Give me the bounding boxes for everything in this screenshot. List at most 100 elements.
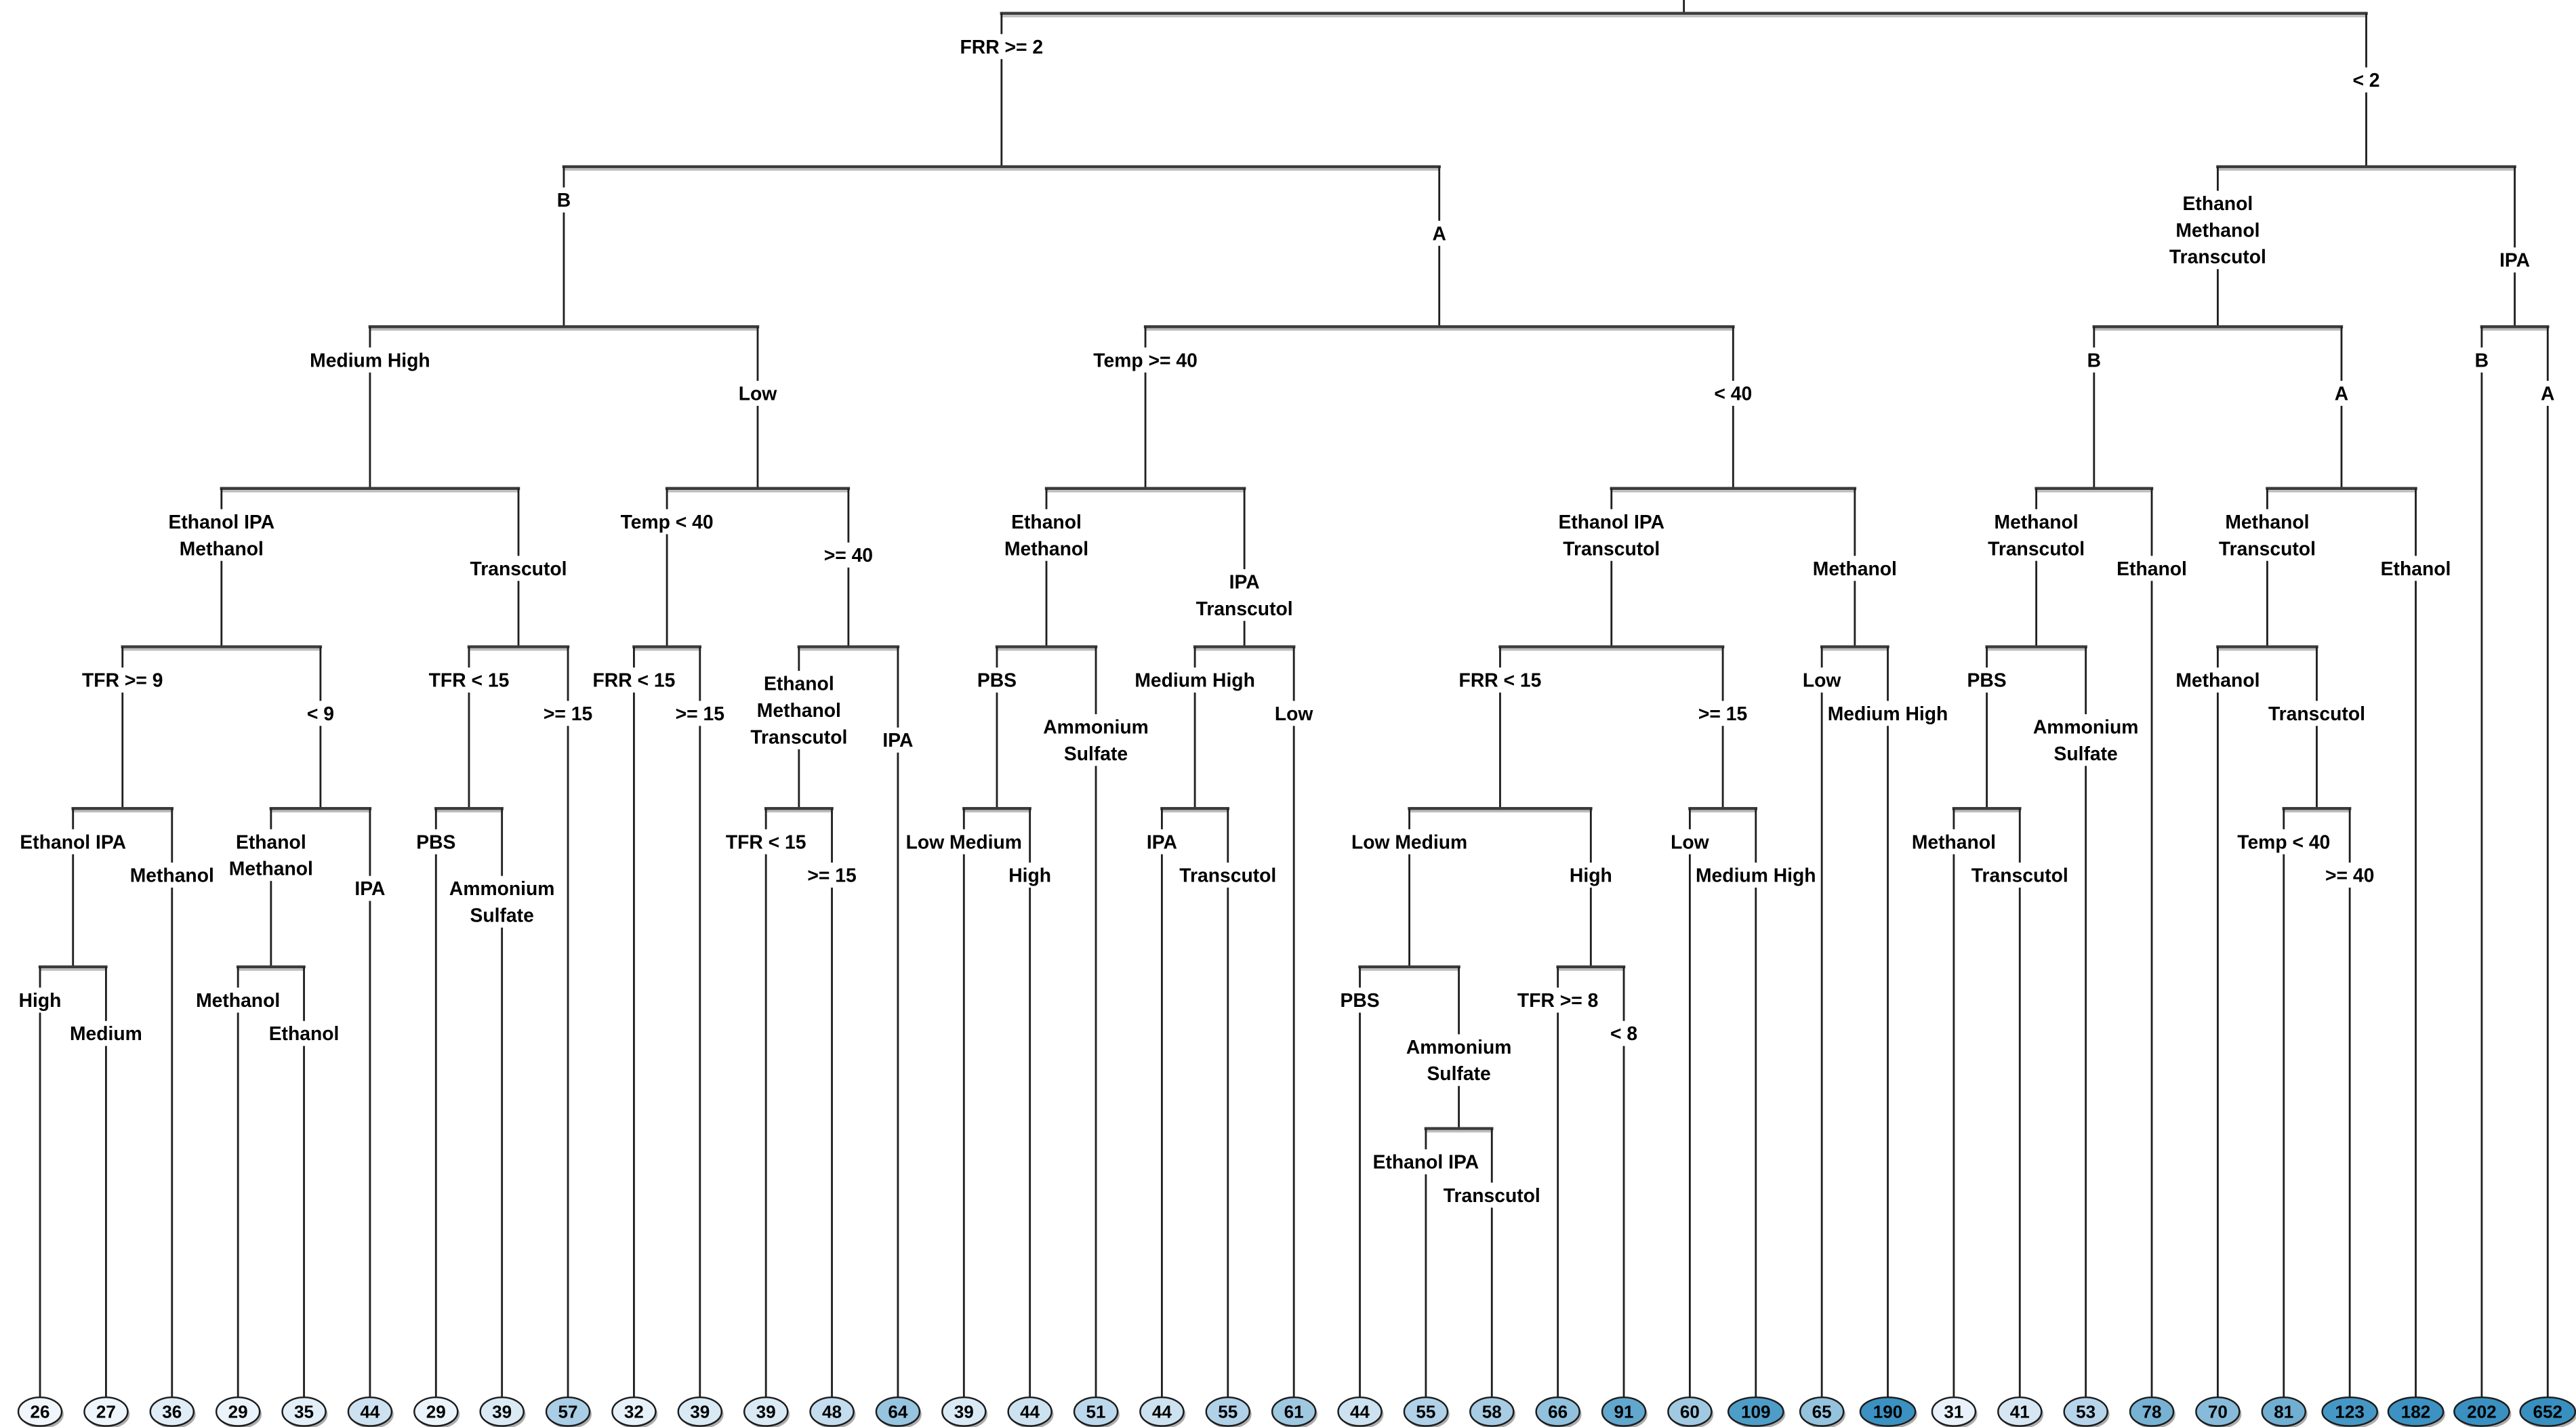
split-label: High <box>19 989 62 1011</box>
label-halo <box>1565 863 1616 888</box>
label-halo <box>2536 381 2559 406</box>
leaf-ellipse <box>1535 1396 1580 1427</box>
leaf-node: 32 <box>611 1396 658 1427</box>
leaf-ellipse <box>2321 1396 2378 1427</box>
label-halo <box>2348 67 2384 93</box>
label-halo <box>2165 190 2271 270</box>
label-halo <box>77 667 167 693</box>
leaf-ellipse <box>875 1396 921 1427</box>
split-label: IPA <box>1147 831 1177 852</box>
split-label: A <box>2541 382 2554 404</box>
label-halo <box>1823 701 1953 726</box>
label-halo <box>412 829 460 854</box>
label-halo <box>191 987 285 1013</box>
split-label: Methanol <box>196 989 280 1011</box>
leaf-value: 78 <box>2142 1402 2162 1422</box>
split-label: PBS <box>416 831 455 852</box>
leaf-value: 65 <box>1812 1402 1832 1422</box>
split-label: >= 15 <box>807 864 856 886</box>
leaf-ellipse <box>1601 1396 1647 1427</box>
leaf-node: 48 <box>809 1396 856 1427</box>
label-halo <box>616 509 718 535</box>
label-halo <box>2112 556 2192 581</box>
leaf-node: 44 <box>1337 1396 1384 1427</box>
split-label: Medium High <box>1828 703 1948 724</box>
label-halo <box>2233 829 2335 854</box>
split-label: TFR >= 9 <box>82 669 163 691</box>
leaf-value: 190 <box>1873 1402 1902 1422</box>
leaf-value: 182 <box>2401 1402 2430 1422</box>
leaf-value: 39 <box>756 1402 776 1422</box>
leaf-ellipse <box>809 1396 855 1427</box>
leaf-node: 41 <box>1997 1396 2044 1427</box>
leaf-node: 60 <box>1667 1396 1714 1427</box>
leaf-ellipse <box>479 1396 525 1427</box>
leaf-ellipse <box>545 1396 591 1427</box>
leaf-value: 44 <box>1350 1402 1370 1422</box>
label-halo <box>1967 863 2072 888</box>
label-halo <box>14 987 66 1013</box>
leaf-value: 31 <box>1944 1402 1963 1422</box>
leaf-value: 55 <box>1218 1402 1238 1422</box>
split-label: PBS <box>1340 989 1379 1011</box>
leaf-node: 66 <box>1535 1396 1582 1427</box>
leaf-node: 190 <box>1859 1396 1918 1427</box>
leaf-ellipse <box>2453 1396 2510 1427</box>
leaf-ellipse <box>2387 1396 2445 1427</box>
leaf-node: 53 <box>2063 1396 2110 1427</box>
label-halo <box>1130 667 1260 693</box>
leaf-ellipse <box>611 1396 657 1427</box>
leaf-node: 31 <box>1931 1396 1978 1427</box>
leaf-value: 44 <box>360 1402 380 1422</box>
split-label: TFR < 15 <box>726 831 806 852</box>
label-halo <box>1368 1149 1484 1175</box>
label-halo <box>445 875 559 928</box>
split-label: Temp < 40 <box>2237 831 2330 852</box>
leaf-value: 70 <box>2208 1402 2228 1422</box>
leaf-value: 202 <box>2467 1402 2496 1422</box>
leaf-ellipse <box>281 1396 327 1427</box>
label-halo <box>65 1020 146 1046</box>
leaf-ellipse <box>2519 1396 2576 1427</box>
label-halo <box>901 829 1027 854</box>
leaf-ellipse <box>1469 1396 1515 1427</box>
leaf-value: 81 <box>2274 1402 2293 1422</box>
leaf-value: 39 <box>954 1402 974 1422</box>
label-halo <box>2376 556 2455 581</box>
split-label: IPA <box>882 729 913 751</box>
split-label: >= 40 <box>2325 864 2374 886</box>
leaf-value: 652 <box>2533 1402 2562 1422</box>
leaf-ellipse <box>2129 1396 2175 1427</box>
leaf-ellipse <box>2063 1396 2108 1427</box>
label-halo <box>1428 220 1451 246</box>
leaf-ellipse <box>347 1396 393 1427</box>
leaf-value: 123 <box>2335 1402 2364 1422</box>
label-halo <box>1004 863 1056 888</box>
leaf-value: 26 <box>30 1402 50 1422</box>
label-halo <box>1694 701 1752 726</box>
label-halo <box>1336 987 1384 1013</box>
leaf-value: 44 <box>1020 1402 1040 1422</box>
label-halo <box>1454 667 1546 693</box>
label-halo <box>2028 714 2143 766</box>
leaf-value: 39 <box>690 1402 710 1422</box>
leaf-node: 65 <box>1799 1396 1846 1427</box>
split-label: FRR < 15 <box>593 669 676 691</box>
split-label: Transcutol <box>1179 864 1276 886</box>
leaf-value: 41 <box>2010 1402 2030 1422</box>
label-halo <box>1691 863 1820 888</box>
label-halo <box>1983 509 2089 561</box>
split-label: < 8 <box>1610 1022 1637 1044</box>
leaf-node: 57 <box>545 1396 592 1427</box>
leaf-value: 36 <box>162 1402 182 1422</box>
leaf-node: 182 <box>2387 1396 2446 1427</box>
split-label: Low Medium <box>1351 831 1467 852</box>
